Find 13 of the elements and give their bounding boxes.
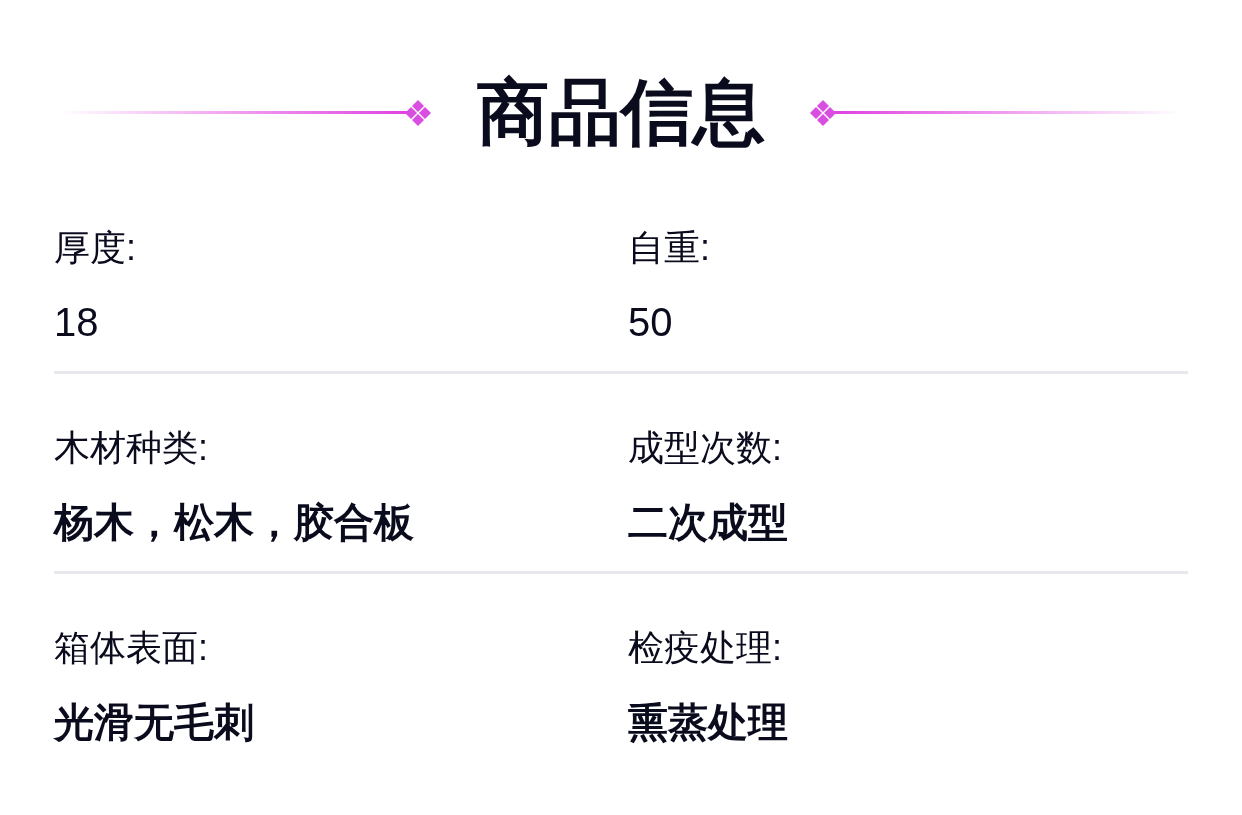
field-label: 木材种类: bbox=[54, 426, 208, 470]
field-value: 熏蒸处理 bbox=[628, 699, 788, 746]
field-label: 厚度: bbox=[54, 226, 136, 270]
field-label: 检疫处理: bbox=[628, 626, 782, 670]
field-label: 自重: bbox=[628, 226, 710, 270]
field-value: 18 bbox=[54, 299, 99, 346]
field-value: 二次成型 bbox=[628, 499, 788, 546]
field-value: 杨木，松木，胶合板 bbox=[54, 499, 414, 546]
field-value: 光滑无毛刺 bbox=[54, 699, 254, 746]
field-label: 成型次数: bbox=[628, 426, 782, 470]
heading: 商品信息 bbox=[477, 71, 765, 154]
field-value: 50 bbox=[628, 299, 673, 346]
field-label: 箱体表面: bbox=[54, 626, 208, 670]
